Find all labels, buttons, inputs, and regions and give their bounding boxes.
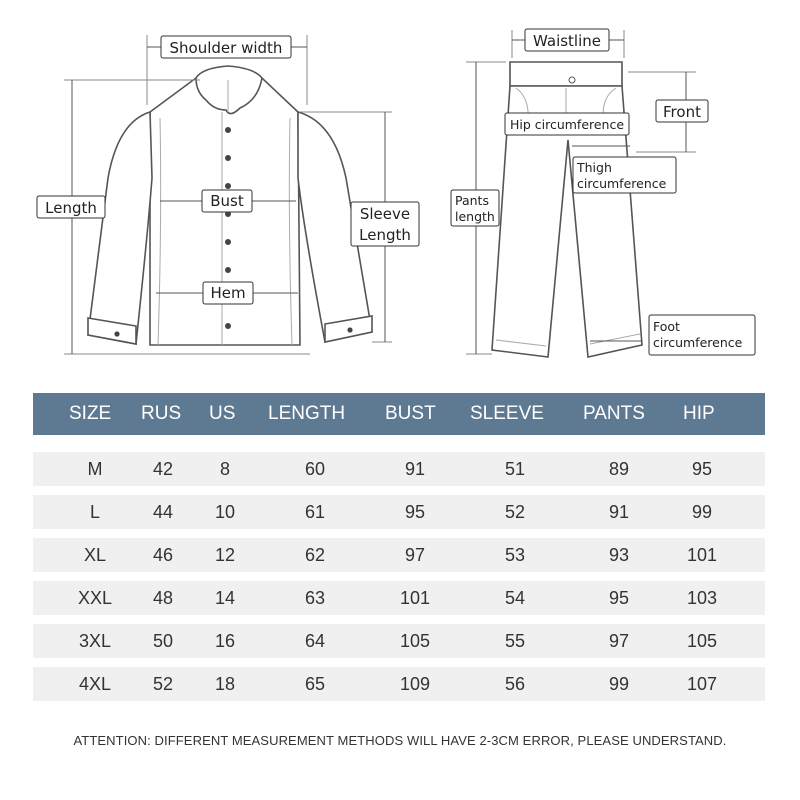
table-cell-sleeve: 51 [504,459,526,479]
table-cell-rus: 52 [152,674,174,694]
header-bust: BUST [385,403,436,424]
table-cell-sleeve: 55 [504,631,526,651]
hem-label: Hem [210,284,245,302]
table-cell-sleeve: 53 [504,545,526,565]
table-cell-pants: 95 [608,588,630,608]
thigh-circumference-label-line2: circumference [577,176,667,191]
hip-circumference-label: Hip circumference [510,117,624,132]
thigh-circumference-label-line1: Thigh [576,160,612,175]
sleeve-length-label-line2: Length [359,226,411,244]
table-row: L 44 10 61 95 52 91 99 [33,495,765,529]
table-row: 4XL 52 18 65 109 56 99 107 [33,667,765,701]
table-cell-rus: 42 [152,459,174,479]
table-cell-pants: 97 [608,631,630,651]
table-cell-size: XXL [77,588,113,608]
table-cell-bust: 91 [404,459,426,479]
table-cell-hip: 103 [686,588,718,608]
pants-illustration [491,61,643,358]
table-cell-hip: 107 [686,674,718,694]
table-cell-bust: 101 [399,588,431,608]
table-cell-bust: 105 [399,631,431,651]
header-sleeve: SLEEVE [470,403,544,424]
table-cell-length: 62 [304,545,326,565]
foot-circumference-label-line2: circumference [653,335,743,350]
table-cell-us: 14 [214,588,236,608]
pants-length-label-box [450,189,500,227]
hip-circumference-label-box [504,112,630,136]
table-cell-pants: 93 [608,545,630,565]
size-chart-table: SIZE RUS US LENGTH BUST SLEEVE PANTS HIP… [33,393,765,701]
hem-label-box [202,281,254,305]
measurement-diagram: Shoulder width Length Bust Hem Sleeve Le… [36,28,756,358]
length-label: Length [45,199,97,217]
table-cell-rus: 46 [152,545,174,565]
front-label: Front [663,103,701,121]
header-length: LENGTH [268,403,346,424]
table-cell-pants: 99 [608,674,630,694]
header-rus: RUS [141,403,182,424]
table-cell-size: L [89,502,100,522]
table-cell-us: 16 [214,631,236,651]
table-cell-hip: 105 [686,631,718,651]
thigh-circumference-label-box [572,156,677,194]
length-label-box [36,195,106,219]
bust-label-box [201,189,253,213]
table-cell-rus: 48 [152,588,174,608]
table-cell-bust: 97 [404,545,426,565]
table-cell-size: 3XL [78,631,112,651]
header-size: SIZE [69,403,112,424]
table-cell-bust: 95 [404,502,426,522]
table-cell-sleeve: 52 [504,502,526,522]
table-cell-size: 4XL [78,674,112,694]
table-cell-us: 10 [214,502,236,522]
header-hip: HIP [683,403,715,424]
table-row: M 42 8 60 91 51 89 95 [33,452,765,486]
table-cell-length: 65 [304,674,326,694]
table-cell-pants: 91 [608,502,630,522]
table-row: 3XL 50 16 64 105 55 97 105 [33,624,765,658]
front-label-box [655,99,709,123]
sleeve-length-label-line1: Sleeve [360,205,410,223]
table-cell-size: M [87,459,103,479]
foot-circumference-label-line1: Foot [653,319,680,334]
bust-label: Bust [210,192,244,210]
table-row: XXL 48 14 63 101 54 95 103 [33,581,765,615]
table-cell-rus: 50 [152,631,174,651]
table-cell-bust: 109 [399,674,431,694]
foot-circumference-label-box [648,314,756,356]
table-cell-hip: 101 [686,545,718,565]
table-cell-length: 61 [304,502,326,522]
table-row: XL 46 12 62 97 53 93 101 [33,538,765,572]
shoulder-width-label: Shoulder width [170,39,283,57]
table-cell-length: 60 [304,459,326,479]
table-cell-sleeve: 56 [504,674,526,694]
table-header: SIZE RUS US LENGTH BUST SLEEVE PANTS HIP [33,393,765,435]
pants-length-label-line2: length [455,209,495,224]
header-pants: PANTS [583,403,645,424]
table-cell-length: 63 [304,588,326,608]
header-us: US [209,403,236,424]
table-cell-pants: 89 [608,459,630,479]
table-cell-sleeve: 54 [504,588,526,608]
table-cell-us: 18 [214,674,236,694]
table-cell-length: 64 [304,631,326,651]
waistline-label-box [524,28,610,52]
table-cell-rus: 44 [152,502,174,522]
table-cell-hip: 95 [691,459,713,479]
table-cell-us: 12 [214,545,236,565]
pants-length-label-line1: Pants [455,193,489,208]
sleeve-length-label-box [350,201,420,247]
waistline-label: Waistline [533,32,601,50]
shoulder-width-label-box [160,35,292,59]
table-cell-size: XL [83,545,107,565]
table-cell-hip: 99 [691,502,713,522]
table-cell-us: 8 [219,459,230,479]
attention-note: ATTENTION: DIFFERENT MEASUREMENT METHODS… [73,733,727,748]
